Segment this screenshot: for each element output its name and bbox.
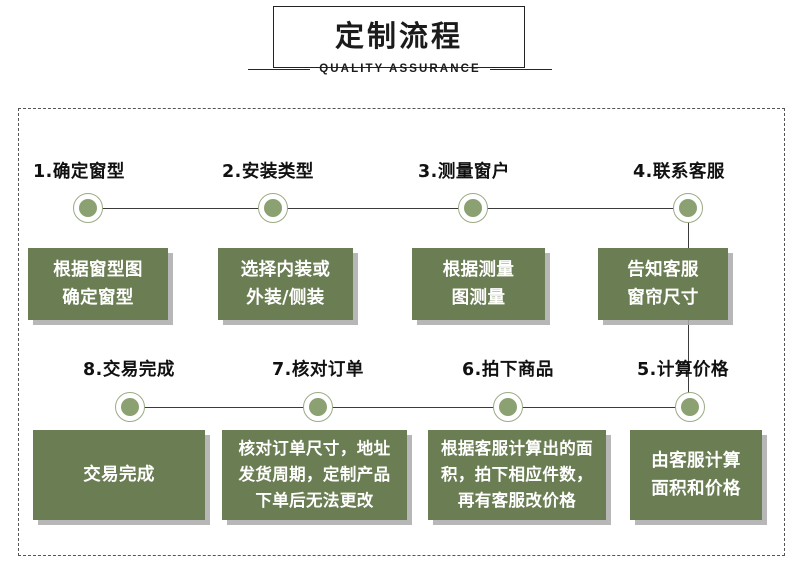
step-card-2: 选择内装或 外装/侧装	[218, 248, 353, 320]
step-card-2-text: 选择内装或 外装/侧装	[240, 260, 331, 308]
step-card-6: 根据客服计算出的面 积，拍下相应件数， 再有客服改价格	[428, 430, 606, 520]
step-card-3: 根据测量 图测量	[412, 248, 545, 320]
step-label-8: 8.交易完成	[83, 360, 175, 380]
step-card-8: 交易完成	[33, 430, 205, 520]
timeline-node-4[interactable]	[673, 193, 703, 223]
step-card-7: 核对订单尺寸，地址 发货周期，定制产品 下单后无法更改	[222, 430, 407, 520]
step-card-4-text: 告知客服 窗帘尺寸	[627, 260, 699, 308]
subtitle-rule-left	[248, 68, 311, 70]
step-card-8-text: 交易完成	[83, 465, 155, 485]
timeline-rail-row1	[88, 208, 690, 209]
step-label-3: 3.测量窗户	[418, 162, 510, 182]
timeline-node-1[interactable]	[73, 193, 103, 223]
step-card-5-text: 由客服计算 面积和价格	[651, 451, 741, 499]
step-card-5: 由客服计算 面积和价格	[630, 430, 762, 520]
step-card-4: 告知客服 窗帘尺寸	[598, 248, 728, 320]
step-label-1: 1.确定窗型	[33, 162, 125, 182]
subtitle-row: QUALITY ASSURANCE	[248, 58, 552, 80]
step-label-6: 6.拍下商品	[462, 360, 554, 380]
timeline-node-6[interactable]	[493, 392, 523, 422]
flow-diagram-container	[18, 108, 785, 556]
timeline-rail-row2	[130, 407, 690, 408]
step-card-1-text: 根据窗型图 确定窗型	[53, 260, 143, 308]
step-label-2: 2.安装类型	[222, 162, 314, 182]
step-label-4: 4.联系客服	[633, 162, 725, 182]
page-subtitle: QUALITY ASSURANCE	[319, 63, 481, 75]
step-label-7: 7.核对订单	[272, 360, 364, 380]
page-title: 定制流程	[334, 19, 463, 53]
header-title-block: 定制流程 QUALITY ASSURANCE	[248, 6, 552, 82]
step-card-6-text: 根据客服计算出的面 积，拍下相应件数， 再有客服改价格	[440, 439, 594, 510]
timeline-node-7[interactable]	[303, 392, 333, 422]
timeline-node-2[interactable]	[258, 193, 288, 223]
step-card-7-text: 核对订单尺寸，地址 发货周期，定制产品 下单后无法更改	[238, 439, 391, 510]
subtitle-rule-right	[489, 68, 552, 70]
timeline-node-8[interactable]	[115, 392, 145, 422]
timeline-node-3[interactable]	[458, 193, 488, 223]
title-frame-border	[273, 6, 525, 68]
timeline-node-5[interactable]	[675, 392, 705, 422]
step-label-5: 5.计算价格	[637, 360, 729, 380]
step-card-3-text: 根据测量 图测量	[442, 260, 515, 308]
step-card-1: 根据窗型图 确定窗型	[28, 248, 168, 320]
